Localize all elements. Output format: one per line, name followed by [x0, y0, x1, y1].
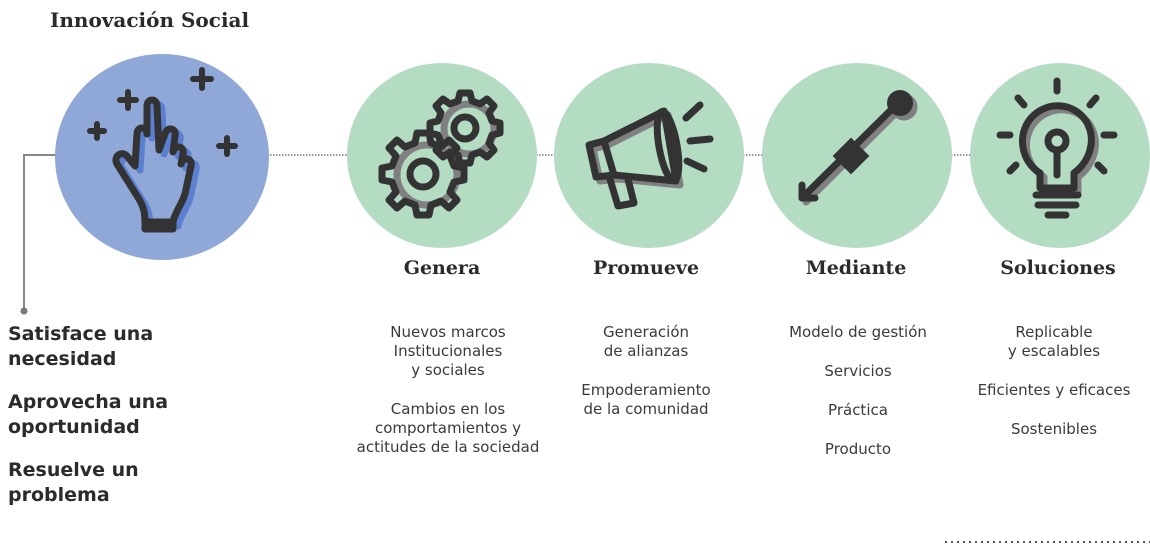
list-item: Sostenibles	[1010, 420, 1098, 438]
step-list-genera: Nuevos marcos Institucionales y sociales…	[348, 323, 548, 477]
list-item: Replicable y escalables	[1007, 323, 1101, 360]
step-heading-soluciones: Soluciones	[1000, 257, 1116, 279]
step-heading-mediante: Mediante	[805, 257, 907, 279]
list-item: Eficientes y eficaces	[977, 381, 1131, 399]
left-list: Satisface una necesidad Aprovecha una op…	[8, 322, 228, 526]
step-list-soluciones: Replicable y escalables Eficientes y efi…	[958, 323, 1150, 459]
main-circle	[55, 54, 269, 260]
list-item: Modelo de gestión	[789, 323, 927, 341]
step-heading-promueve: Promueve	[592, 257, 700, 279]
list-item: Práctica	[828, 401, 888, 419]
left-item: Satisface una necesidad	[8, 323, 154, 370]
step-heading-genera: Genera	[403, 257, 481, 279]
diagram-title: Innovación Social	[50, 8, 250, 32]
step-list-mediante: Modelo de gestión Servicios Práctica Pro…	[758, 323, 958, 479]
step-circle-promueve	[554, 63, 744, 248]
megaphone-icon	[585, 101, 714, 210]
step-list-promueve: Generación de alianzas Empoderamiento de…	[546, 323, 746, 439]
left-item: Aprovecha una oportunidad	[8, 391, 169, 438]
list-item: Producto	[824, 440, 892, 458]
list-item: Servicios	[824, 362, 892, 380]
lightbulb-icon	[996, 77, 1118, 219]
list-item: Nuevos marcos Institucionales y sociales	[390, 323, 506, 379]
step-circle-soluciones	[970, 63, 1150, 248]
list-item: Cambios en los comportamientos y actitud…	[356, 400, 540, 456]
arrow-path-icon	[798, 90, 918, 206]
gears-icon	[378, 89, 504, 219]
step-circle-mediante	[762, 63, 952, 248]
step-circle-genera	[347, 63, 537, 248]
raised-hand-sparkles-icon	[87, 67, 238, 233]
list-item: Generación de alianzas	[602, 323, 690, 360]
list-item: Empoderamiento de la comunidad	[581, 381, 711, 418]
left-item: Resuelve un problema	[8, 459, 139, 506]
